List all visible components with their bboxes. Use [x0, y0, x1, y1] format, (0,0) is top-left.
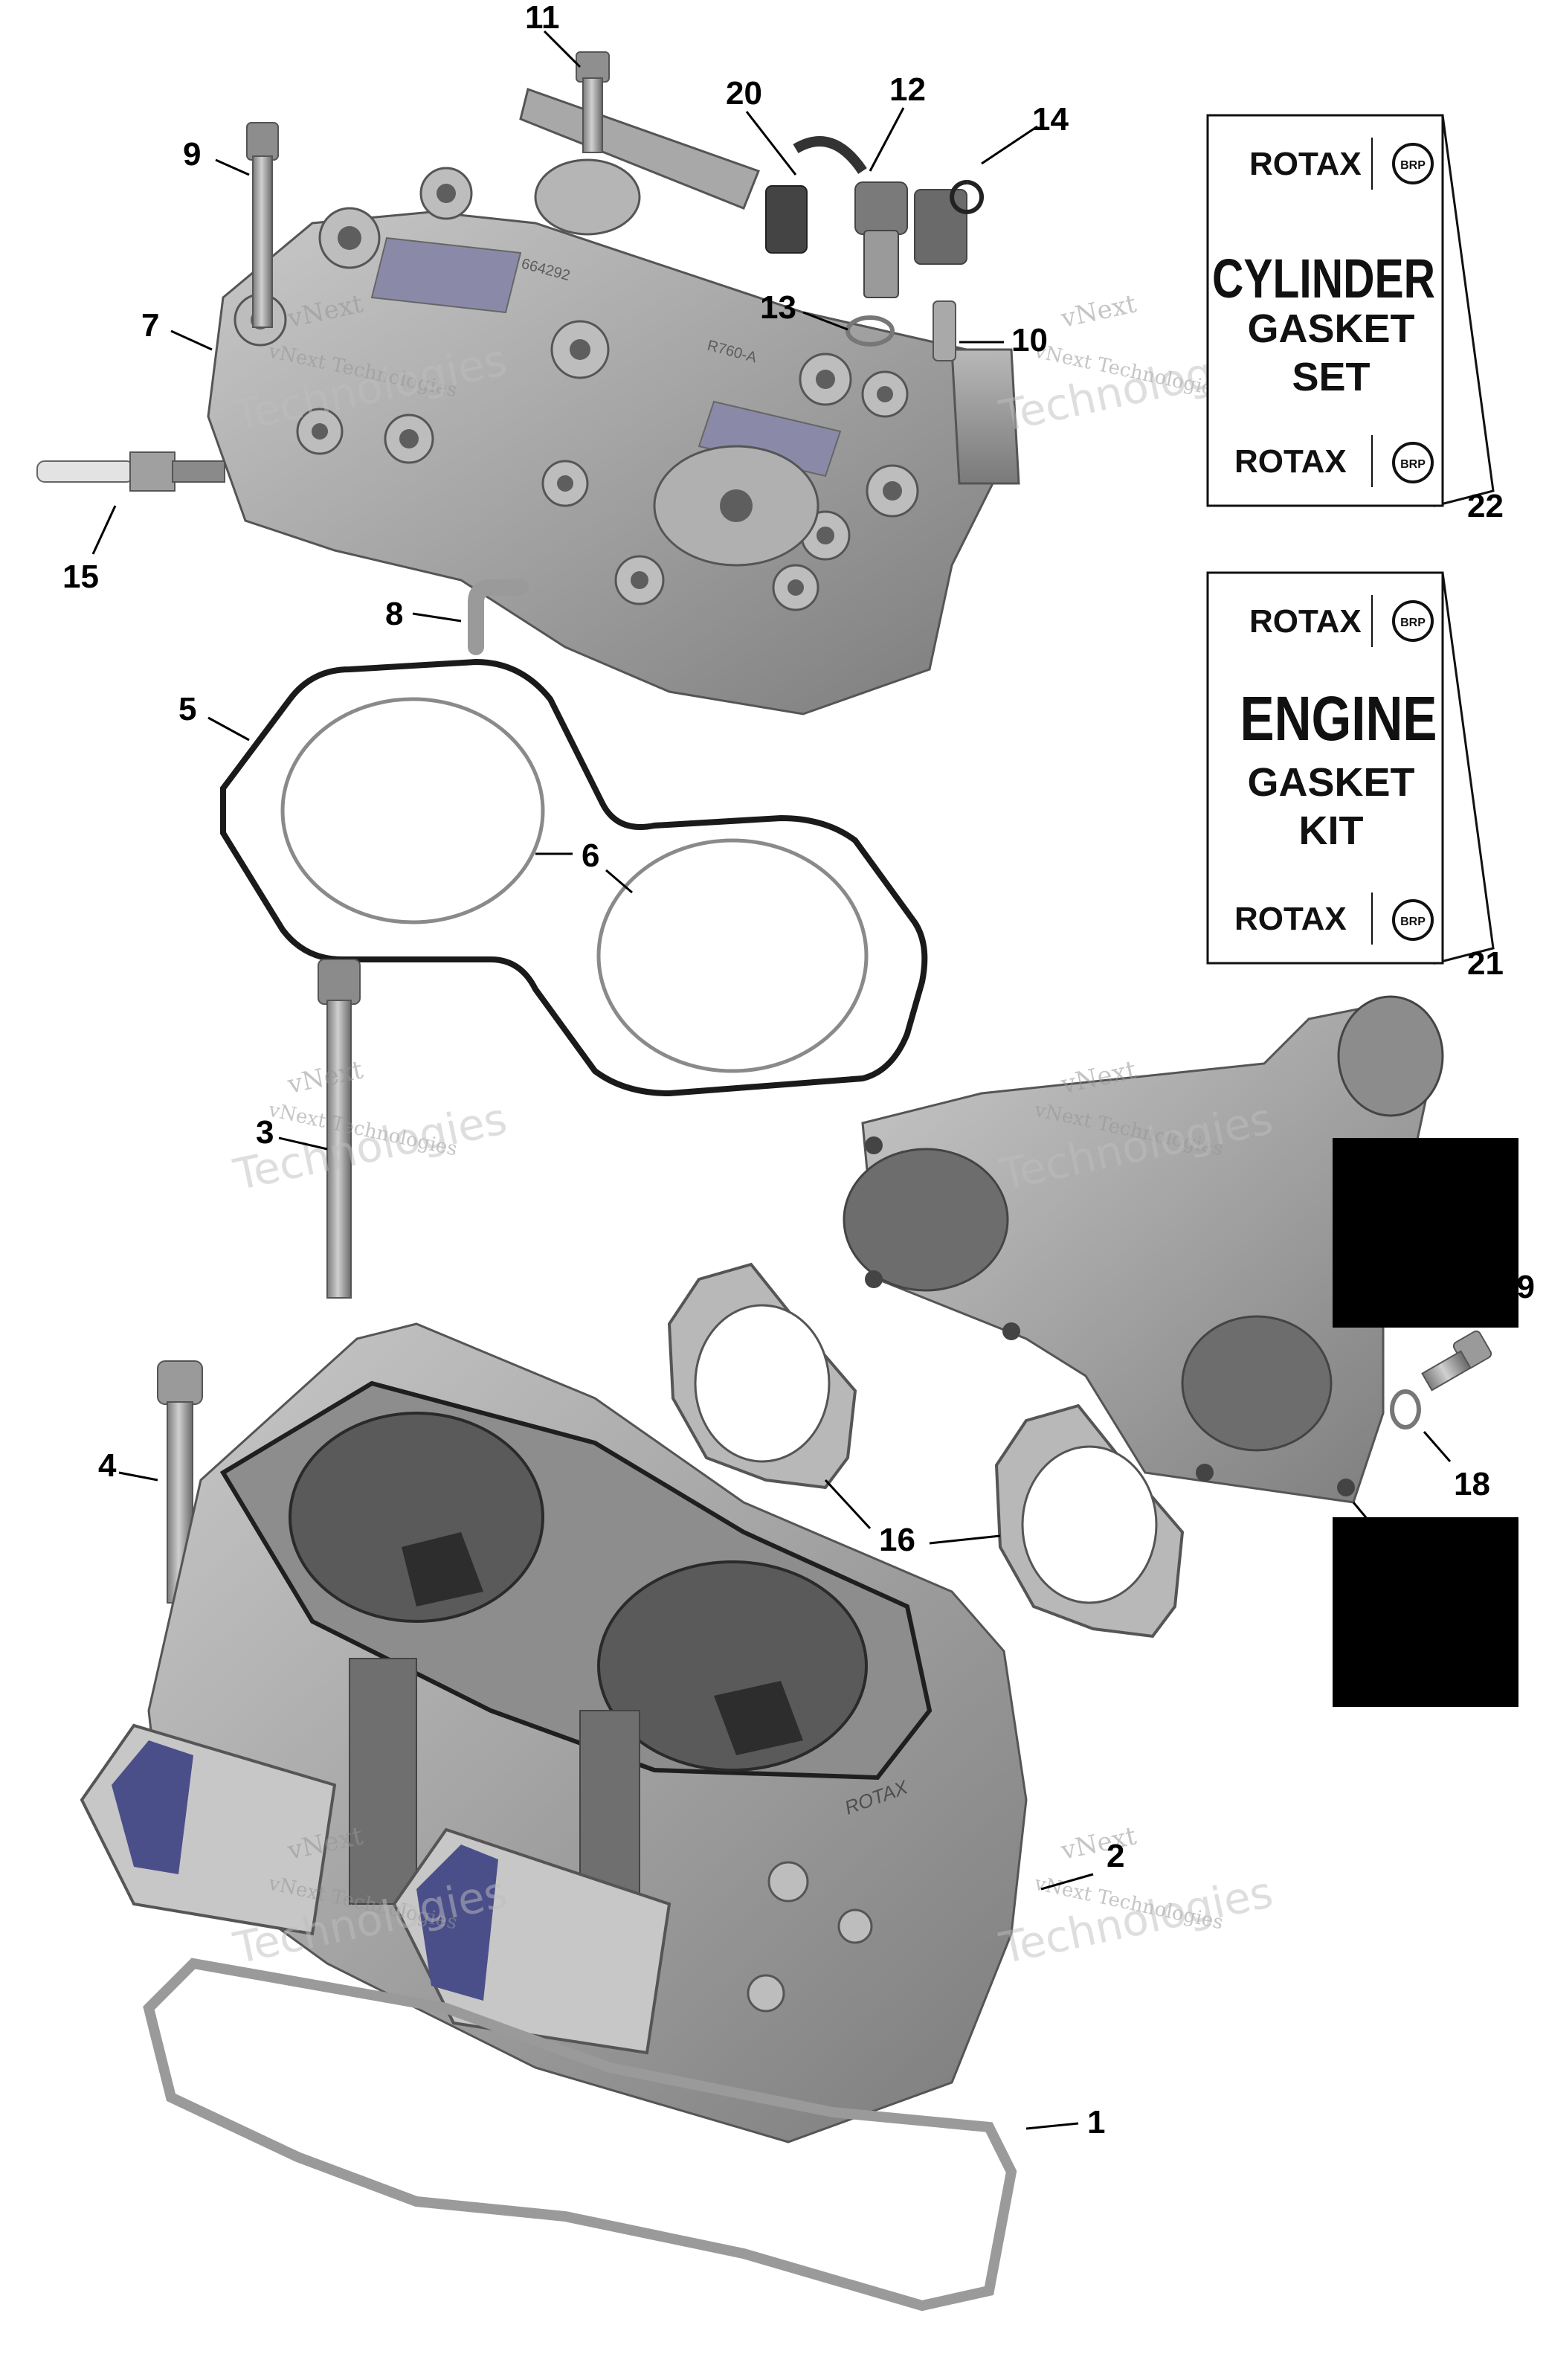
callout-10: 10	[1011, 322, 1048, 358]
card-title-line2: GASKET	[1247, 760, 1414, 805]
watermark-brand: vNext	[285, 1055, 366, 1100]
manifold-bolt	[1390, 1330, 1492, 1429]
brp-logo-label: BRP	[1400, 159, 1426, 172]
callout-4: 4	[98, 1447, 117, 1484]
watermark-brand: vNext	[1058, 1821, 1139, 1866]
callout-9: 9	[183, 136, 201, 173]
hose-elbow	[468, 579, 529, 655]
callout-18: 18	[1454, 1466, 1490, 1502]
redacted-block-lower	[1333, 1517, 1518, 1707]
card-title-line3: SET	[1292, 355, 1370, 399]
brp-logo-icon	[1392, 143, 1434, 184]
head-bolt	[246, 122, 279, 328]
hose-fitting	[933, 300, 956, 361]
cylinder-stud	[318, 959, 361, 1299]
brp-logo-icon	[1392, 600, 1434, 642]
callout-21: 21	[1467, 945, 1504, 982]
brp-logo-label: BRP	[1400, 617, 1426, 629]
brp-logo-label: BRP	[1400, 916, 1426, 928]
callout-16: 16	[879, 1522, 915, 1558]
callout-2: 2	[1107, 1838, 1124, 1874]
card-title-line3: KIT	[1299, 808, 1364, 853]
card-engine-gasket-kit: ROTAX BRP ENGINE GASKET KIT ROTAX BRP	[1206, 571, 1495, 965]
card-title-line2: GASKET	[1247, 306, 1414, 351]
card-cylinder-gasket-set: ROTAX BRP CYLINDER GASKET SET ROTAX BRP	[1206, 114, 1495, 507]
exhaust-gasket-left	[667, 1262, 857, 1490]
cylinder-head: 664292 R760-A	[207, 167, 1020, 715]
cylinder-base-gasket	[143, 1958, 1017, 2312]
intake-port-left	[80, 1723, 337, 1936]
sealing-washer	[846, 315, 895, 347]
card-title-line1: CYLINDER	[1212, 248, 1435, 309]
callout-3: 3	[256, 1114, 274, 1151]
combustion-ring-left	[280, 697, 545, 924]
callout-20: 20	[726, 75, 762, 112]
card-brand: ROTAX	[1234, 443, 1347, 480]
card-brand: ROTAX	[1249, 603, 1362, 640]
callout-11: 11	[525, 0, 560, 36]
spark-plug	[36, 451, 225, 492]
exhaust-manifold	[843, 995, 1444, 1504]
card-title-line1: ENGINE	[1240, 684, 1437, 753]
watermark-brand: vNext	[1058, 289, 1139, 334]
callout-5: 5	[178, 691, 196, 727]
brp-logo-icon	[1392, 442, 1434, 483]
brp-logo-icon	[1392, 899, 1434, 941]
card-brand: ROTAX	[1234, 901, 1347, 937]
callout-8: 8	[385, 596, 403, 632]
temperature-sensor	[765, 136, 984, 298]
cylinder-block: ROTAX	[147, 1322, 1028, 2143]
callout-14: 14	[1032, 101, 1069, 138]
callout-13: 13	[760, 289, 796, 326]
callout-15: 15	[62, 559, 99, 595]
redacted-block-upper	[1333, 1138, 1518, 1328]
callout-6: 6	[582, 837, 599, 874]
callout-labels: 11 20 12 14 9 7 13 10 15 8 5 6 3 4 16 18…	[62, 0, 1535, 2141]
callout-12: 12	[889, 71, 926, 108]
leader-lines	[91, 30, 1452, 2130]
bracket-sensor-mount	[519, 51, 760, 236]
callout-22: 22	[1467, 488, 1504, 524]
head-o-ring	[220, 658, 928, 1097]
combustion-ring-right	[596, 838, 869, 1073]
card-brand: ROTAX	[1249, 146, 1362, 182]
callout-19: 19	[1498, 1269, 1535, 1305]
callout-1: 1	[1087, 2104, 1105, 2141]
callout-7: 7	[141, 307, 159, 344]
brp-logo-label: BRP	[1400, 458, 1426, 471]
exhaust-gasket-right	[994, 1403, 1185, 1638]
